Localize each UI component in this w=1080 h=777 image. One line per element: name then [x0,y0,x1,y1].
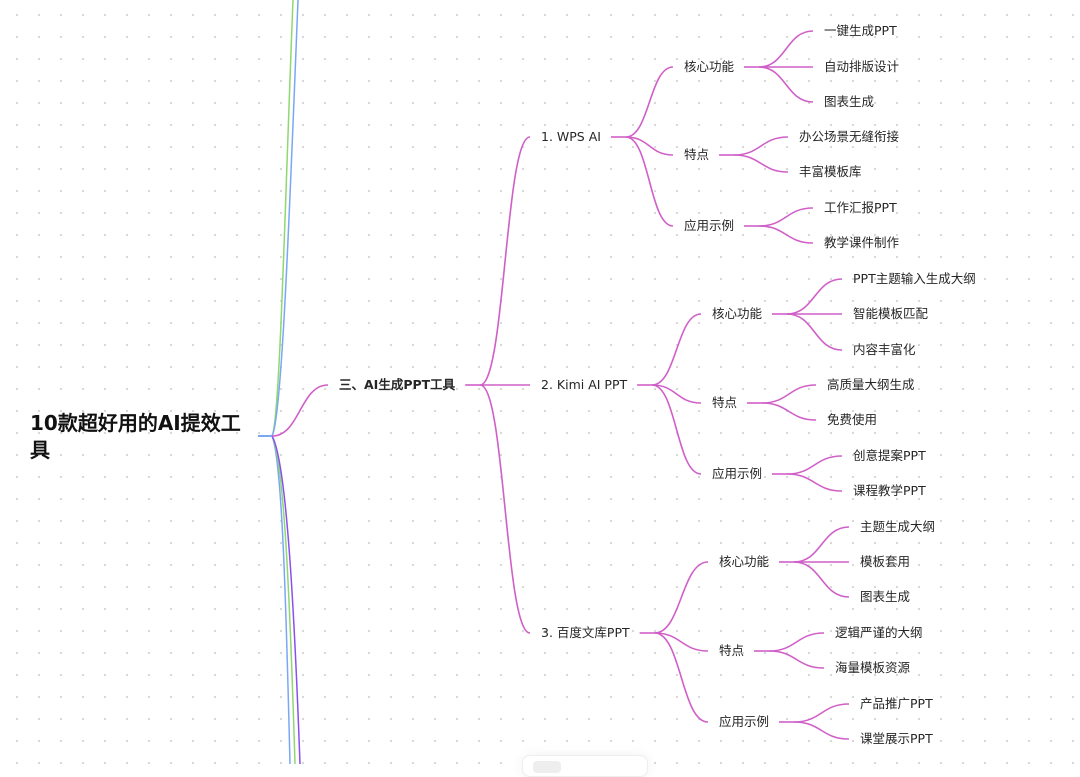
connector-line [762,402,817,421]
leaf-node[interactable]: 自动排版设计 [824,59,900,74]
connector-line [759,225,814,244]
connector-line [793,561,850,598]
leaf-node[interactable]: 课程教学PPT [853,483,926,498]
connector-line [759,207,814,227]
connector-line [793,526,850,563]
leaf-node[interactable]: 内容丰富化 [853,342,916,357]
leaf-node[interactable]: 课堂展示PPT [860,731,933,746]
connector-line [758,66,814,103]
category-node[interactable]: 核心功能 [712,306,763,321]
connector-line [762,384,817,404]
connector-line [651,313,702,386]
branch-line-green [271,0,294,437]
connector-line [271,384,329,437]
category-node[interactable]: 核心功能 [684,59,735,74]
toolbar-button[interactable] [533,761,561,773]
leaf-node[interactable]: 逻辑严谨的大纲 [835,625,923,640]
category-node[interactable]: 特点 [712,395,738,410]
leaf-node[interactable]: 创意提案PPT [853,448,926,463]
branch-line-blue [271,0,299,437]
leaf-node[interactable]: 智能模板匹配 [853,306,929,321]
connector-line [786,313,843,351]
connector-line [786,278,843,315]
leaf-node[interactable]: 产品推广PPT [860,696,933,711]
connector-line [769,632,825,652]
branch-node[interactable]: 三、AI生成PPT工具 [339,377,456,392]
connector-line [625,136,674,156]
connector-line [794,703,850,723]
leaf-node[interactable]: PPT主题输入生成大纲 [853,271,976,286]
category-node[interactable]: 应用示例 [719,714,770,729]
category-node[interactable]: 核心功能 [719,554,770,569]
category-node[interactable]: 应用示例 [684,218,735,233]
tool-node[interactable]: 3. 百度文库PPT [541,625,630,640]
leaf-node[interactable]: 图表生成 [824,94,875,109]
connector-line [794,721,850,740]
branch-line-green [271,435,296,764]
branch-line-purple [271,435,301,764]
connector-line [734,136,789,156]
leaf-node[interactable]: 海量模板资源 [835,660,911,675]
connector-line [787,473,843,492]
connector-line [625,66,674,138]
mindmap-root-node[interactable]: 10款超好用的AI提效工具 [30,411,241,462]
bottom-toolbar[interactable] [522,755,648,777]
leaf-node[interactable]: 模板套用 [860,554,911,569]
leaf-node[interactable]: 一键生成PPT [824,23,897,38]
leaf-node[interactable]: 图表生成 [860,589,911,604]
connector-line [654,632,709,652]
category-node[interactable]: 特点 [719,643,745,658]
branch-line-blue [271,435,291,764]
leaf-node[interactable]: 办公场景无缝衔接 [799,129,900,144]
category-node[interactable]: 应用示例 [712,466,763,481]
category-node[interactable]: 特点 [684,147,710,162]
tool-node[interactable]: 2. Kimi AI PPT [541,377,628,392]
connector-line [651,384,702,475]
connector-line [479,384,531,634]
connector-line [652,384,702,404]
leaf-node[interactable]: 教学课件制作 [824,235,900,250]
connector-line [769,650,825,669]
leaf-node[interactable]: 免费使用 [827,412,878,427]
leaf-node[interactable]: 高质量大纲生成 [827,377,915,392]
leaf-node[interactable]: 工作汇报PPT [824,200,897,215]
leaf-node[interactable]: 丰富模板库 [799,164,862,179]
connector-line [654,632,709,723]
connector-line [758,30,814,68]
connector-line [625,136,674,227]
connector-line [479,136,531,386]
leaf-node[interactable]: 主题生成大纲 [860,519,936,534]
connector-line [654,561,709,634]
connector-line [734,154,789,173]
connector-line [787,455,843,475]
tool-node[interactable]: 1. WPS AI [541,129,601,144]
